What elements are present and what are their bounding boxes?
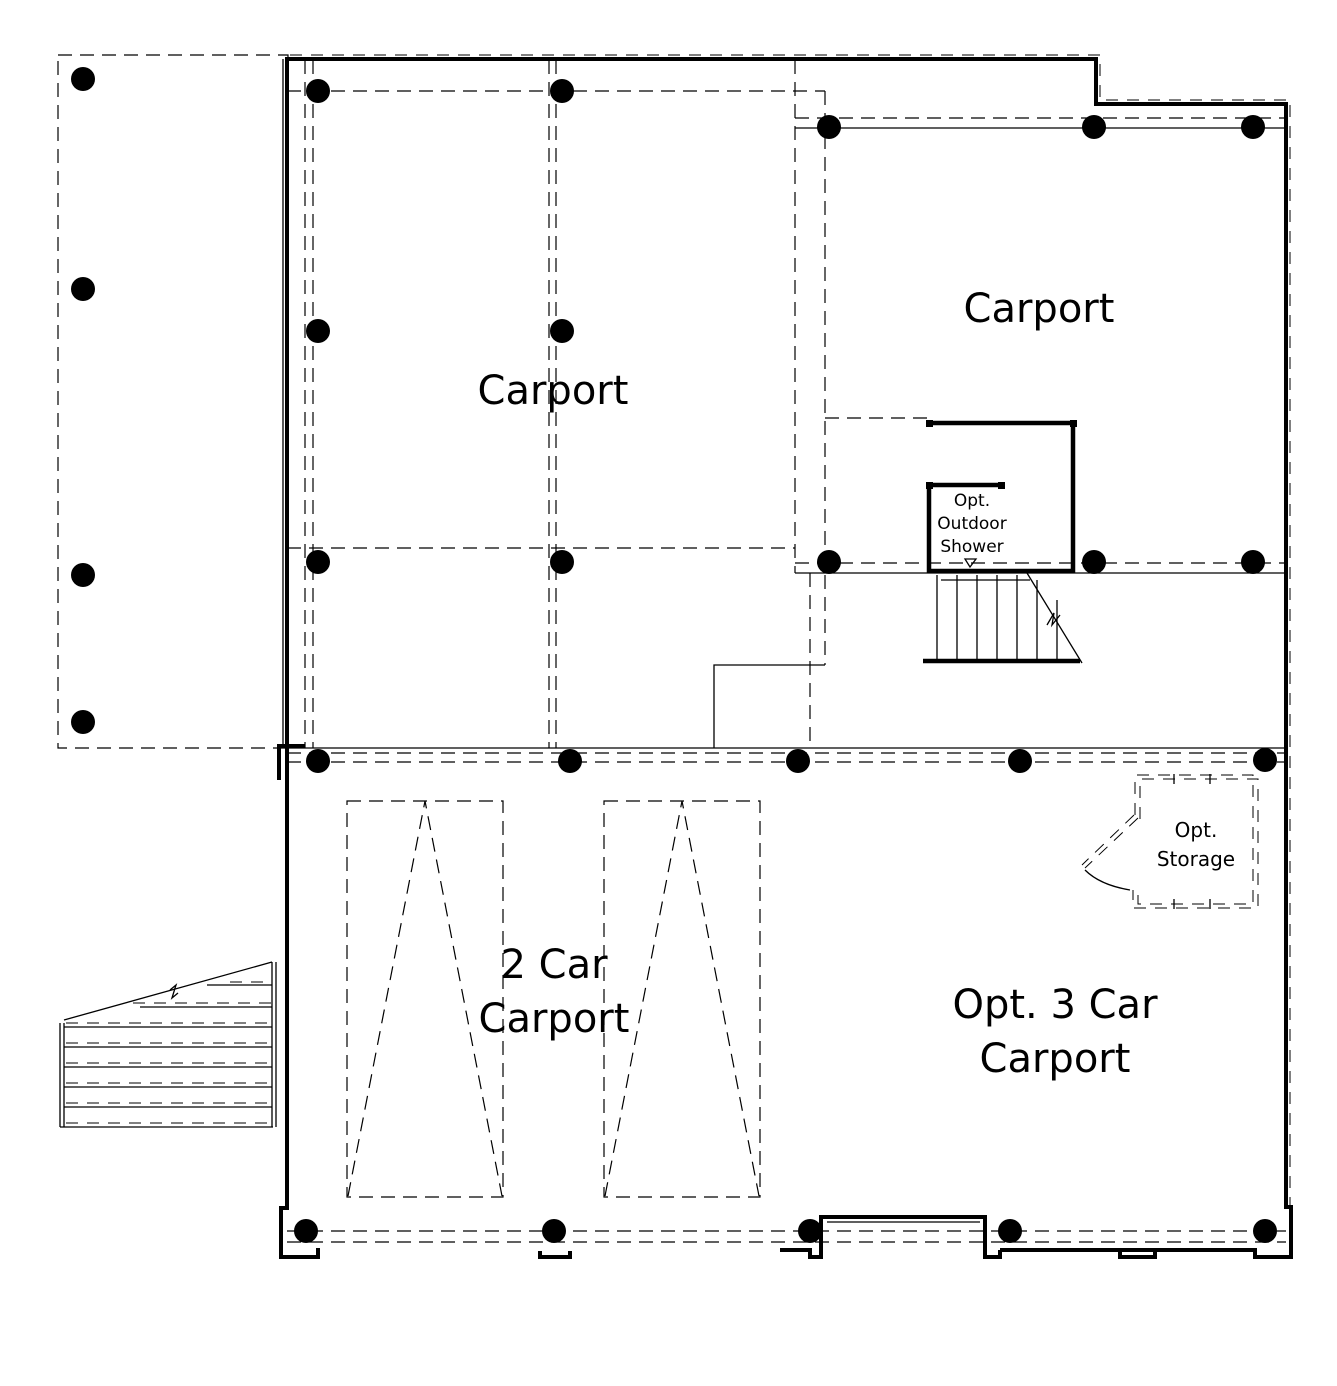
side-stair [59, 961, 277, 1128]
left-porch [57, 54, 289, 749]
post [550, 79, 574, 103]
post [1253, 1219, 1277, 1243]
room-label-two-car-line2: Carport [479, 996, 630, 1042]
outdoor-shower-enclosure [926, 420, 1077, 574]
post [306, 749, 330, 773]
room-label-storage-line2: Storage [1157, 847, 1235, 871]
car-outline-1 [346, 800, 504, 1198]
post [71, 710, 95, 734]
room-label-carport-right: Carport [964, 286, 1115, 332]
post [1253, 748, 1277, 772]
post [1241, 550, 1265, 574]
room-label-shower-line3: Shower [940, 537, 1003, 557]
post [306, 550, 330, 574]
room-label-storage-line1: Opt. [1175, 818, 1218, 842]
post [71, 67, 95, 91]
post [306, 319, 330, 343]
post [1082, 115, 1106, 139]
post [550, 319, 574, 343]
post [294, 1219, 318, 1243]
post [542, 1219, 566, 1243]
post [71, 277, 95, 301]
rear-stair [923, 572, 1083, 664]
car-outline-2 [603, 800, 761, 1198]
post [1082, 550, 1106, 574]
post [817, 550, 841, 574]
room-labels: Carport Carport 2 Car Carport Opt. 3 Car… [478, 286, 1236, 1082]
beam-lines [287, 60, 1286, 1243]
post [786, 749, 810, 773]
exterior-walls [277, 54, 1293, 1259]
opt-storage-enclosure [1081, 774, 1259, 909]
post [798, 1219, 822, 1243]
post [1241, 115, 1265, 139]
room-label-three-car-line2: Carport [980, 1036, 1131, 1082]
post [558, 749, 582, 773]
post [817, 115, 841, 139]
post [71, 563, 95, 587]
room-label-three-car-line1: Opt. 3 Car [952, 982, 1158, 1028]
post [1008, 749, 1032, 773]
posts [71, 67, 1277, 1243]
post [550, 550, 574, 574]
room-label-shower-line2: Outdoor [937, 514, 1006, 534]
post [306, 79, 330, 103]
room-label-shower-line1: Opt. [954, 491, 990, 511]
post [998, 1219, 1022, 1243]
room-label-two-car-line1: 2 Car [500, 942, 608, 988]
room-label-carport-left: Carport [478, 368, 629, 414]
